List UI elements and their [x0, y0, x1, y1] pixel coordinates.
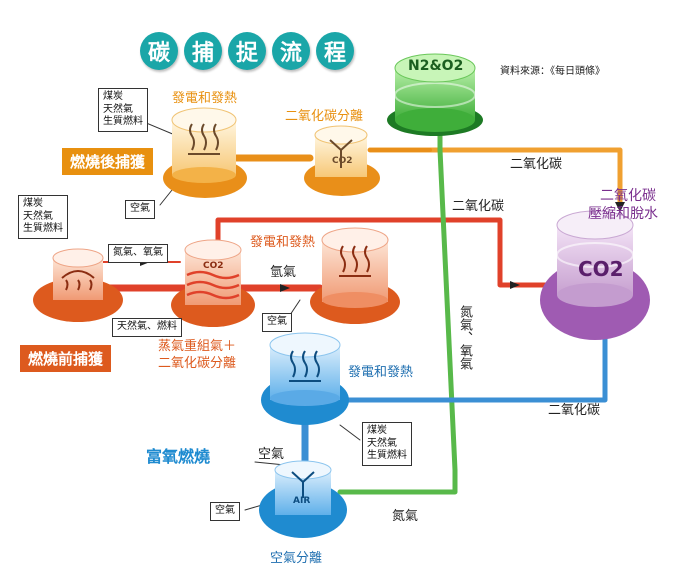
title-char-1: 碳 — [140, 32, 178, 70]
label-power-top: 發電和發熱 — [172, 91, 238, 106]
source-credit: 資料來源：《每日頭條》 — [500, 66, 605, 77]
fuel-item: 煤炭 — [367, 425, 387, 436]
oxyfuel-power-plant — [261, 332, 349, 425]
arrow-hydrogen — [280, 284, 290, 292]
title-char-5: 程 — [316, 32, 354, 70]
label-compression-1: 二氧化碳 — [600, 188, 656, 204]
label-n2-o2-vertical: 氮氣、氧氣 — [456, 305, 472, 370]
section-post-combustion: 燃燒後捕獲 — [62, 148, 154, 175]
fuel-item: 生質燃料 — [367, 450, 407, 461]
gasifier — [33, 248, 123, 322]
co2-tank-label: CO2 — [578, 257, 624, 281]
n2o2-tank — [387, 53, 483, 136]
co2-reformer-label: CO2 — [203, 261, 224, 271]
fuel-item: 生質燃料 — [103, 116, 143, 127]
arrow-co2-top — [615, 202, 625, 212]
label-co2-separation-top: 二氧化碳分離 — [285, 109, 364, 124]
title-char-2: 捕 — [184, 32, 222, 70]
label-nitrogen: 氮氣 — [392, 509, 419, 524]
label-power-mid: 發電和發熱 — [250, 235, 316, 250]
air-box-top: 空氣 — [125, 200, 155, 219]
label-air-left: 空氣 — [258, 447, 285, 462]
label-power-bottom: 發電和發熱 — [348, 365, 414, 380]
heat-icon-mid — [339, 245, 371, 277]
arrow-red-pipe — [510, 281, 520, 289]
air-separation-unit — [259, 460, 347, 538]
section-pre-combustion: 燃燒前捕獲 — [20, 345, 112, 372]
fuel-box-top: 煤炭 天然氣 生質燃料 — [98, 88, 148, 132]
split-arrow-icon-air — [291, 471, 315, 498]
n2-o2-box: 氮氣、氧氣 — [108, 244, 168, 263]
label-co2-line-3: 二氧化碳 — [548, 403, 601, 418]
heat-icon-bottom — [289, 350, 321, 382]
label-co2-line-2: 二氧化碳 — [452, 199, 505, 214]
heat-icon — [188, 123, 220, 155]
pipe-co2-top — [367, 147, 623, 208]
split-arrow-icon — [329, 139, 353, 168]
fuel-box-left: 煤炭 天然氣 生質燃料 — [18, 195, 68, 239]
fuel-item: 天然氣 — [23, 210, 53, 222]
label-reform-1: 蒸氣重組氣＋ — [158, 339, 237, 354]
n2o2-tank-label: N2&O2 — [408, 58, 464, 74]
pipe-nitrogen — [337, 115, 458, 495]
leader-fuel-bottom — [339, 424, 361, 441]
hydrogen-power-plant — [310, 227, 400, 324]
label-hydrogen: 氫氣 — [270, 265, 297, 280]
fuel-item: 煤炭 — [103, 91, 123, 102]
fuel-item: 天然氣 — [367, 437, 397, 449]
leader-air-bottom — [244, 504, 263, 511]
air-box-bottom: 空氣 — [210, 502, 240, 521]
post-combustion-plant — [163, 107, 247, 198]
fuel-item: 天然氣 — [103, 103, 133, 115]
steam-reformer — [171, 239, 255, 327]
section-oxyfuel: 富氧燃燒 — [138, 440, 219, 470]
label-compression-2: 壓縮和脫水 — [588, 206, 658, 222]
leader-air-mid — [289, 299, 301, 316]
air-box-mid: 空氣 — [262, 313, 292, 332]
co2-compression-tank — [540, 210, 650, 340]
steam-fuel-box: 天然氣、燃料 — [112, 318, 182, 337]
title-char-4: 流 — [272, 32, 310, 70]
label-air-separation: 空氣分離 — [270, 551, 323, 566]
co2-separator-label: CO2 — [332, 156, 353, 166]
gasifier-icon — [61, 270, 95, 291]
title-char-3: 捉 — [228, 32, 266, 70]
fuel-item: 生質燃料 — [23, 223, 63, 234]
fuel-item: 煤炭 — [23, 198, 43, 209]
label-co2-line-1: 二氧化碳 — [510, 157, 563, 172]
air-separator-label: AIR — [293, 496, 311, 506]
fuel-box-bottom: 煤炭 天然氣 生質燃料 — [362, 422, 412, 466]
label-reform-2: 二氧化碳分離 — [158, 356, 237, 371]
